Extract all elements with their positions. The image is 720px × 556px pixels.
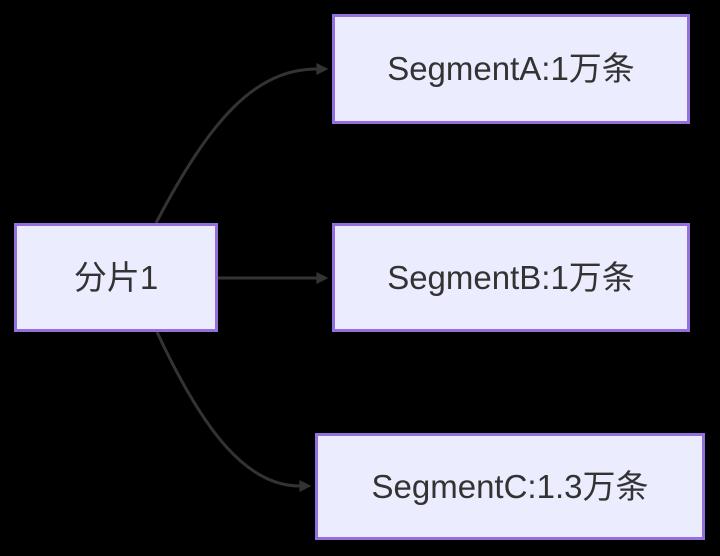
edge-shard1-to-segmentC: [155, 331, 312, 492]
node-segment-b: SegmentB:1万条: [332, 223, 690, 332]
node-shard1: 分片1: [14, 223, 218, 332]
node-segment-c: SegmentC:1.3万条: [315, 433, 705, 540]
node-segment-c-label: SegmentC:1.3万条: [371, 467, 649, 505]
node-segment-a-label: SegmentA:1万条: [387, 50, 635, 88]
node-shard1-label: 分片1: [73, 258, 159, 296]
node-segment-b-label: SegmentB:1万条: [387, 258, 635, 296]
edge-shard1-to-segmentA: [154, 63, 329, 224]
node-segment-a: SegmentA:1万条: [332, 14, 690, 124]
